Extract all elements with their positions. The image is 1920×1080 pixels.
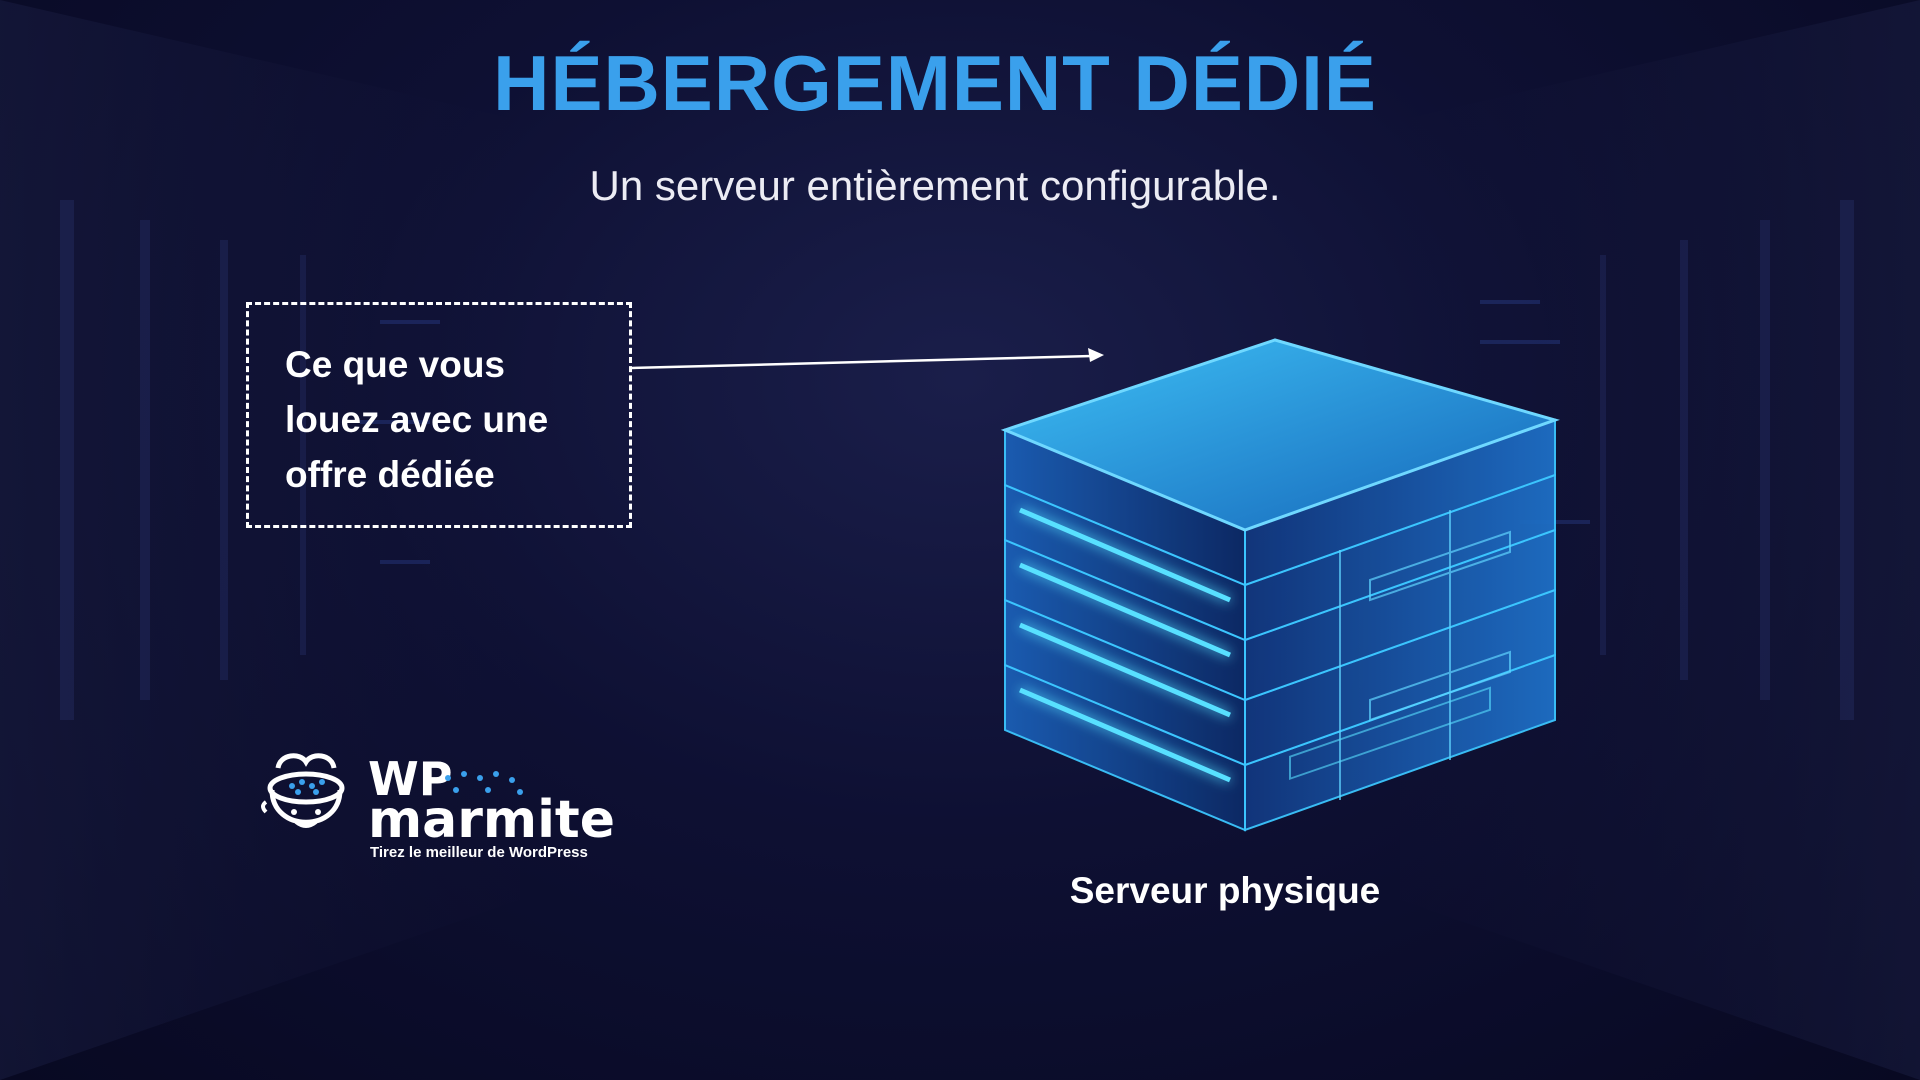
server-label: Serveur physique xyxy=(1069,870,1381,911)
slide-subtitle: Un serveur entièrement configurable. xyxy=(589,162,1281,209)
cooking-pot-mascot-icon xyxy=(261,753,345,828)
logo-tagline: Tirez le meilleur de WordPress xyxy=(370,844,588,861)
logo-brand-text: marmite xyxy=(368,790,616,850)
logo-wp-text: WP xyxy=(368,752,453,806)
callout-text: Ce que vous louez avec une offre dédiée xyxy=(285,344,549,495)
callout-box: Ce que vous louez avec une offre dédiée xyxy=(246,302,632,528)
wp-marmite-logo: WP marmite Tirez le meilleur de WordPres… xyxy=(256,748,615,864)
slide-title: HÉBERGEMENT DÉDIÉ xyxy=(493,39,1377,127)
server-stack-icon xyxy=(1000,338,1560,832)
logo-dots-icon xyxy=(445,771,523,795)
